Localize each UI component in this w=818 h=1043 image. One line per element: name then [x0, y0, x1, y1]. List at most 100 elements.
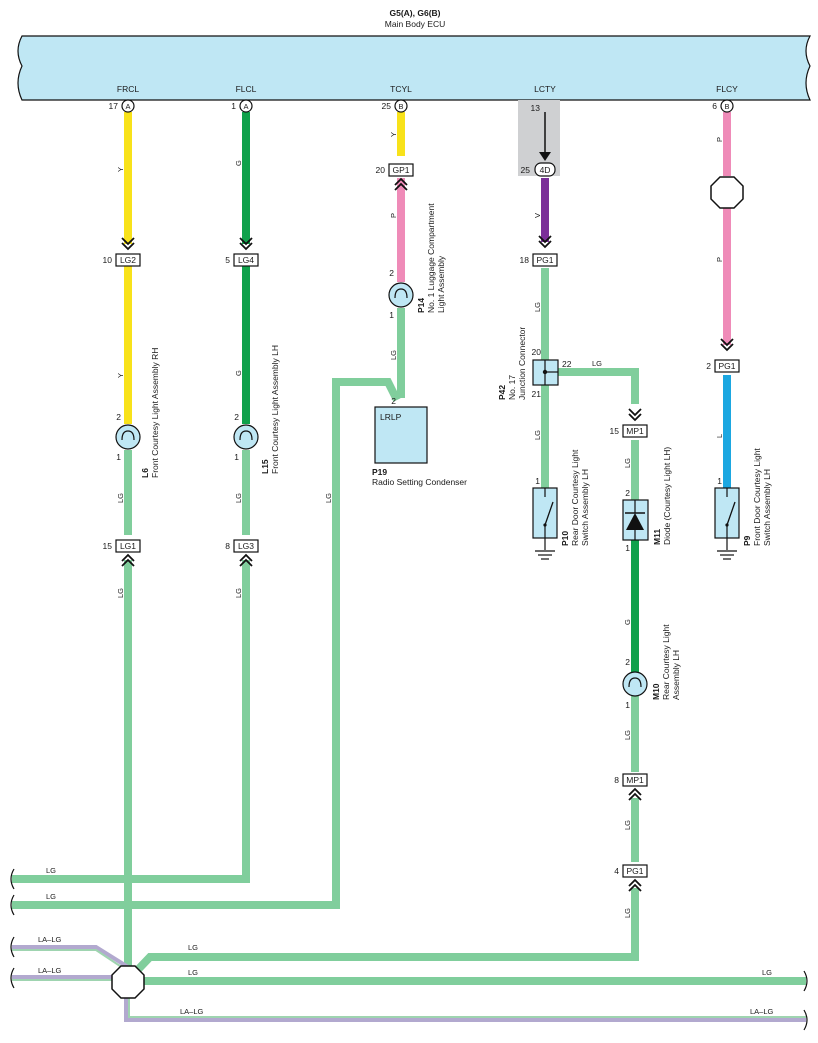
p19-inner-label: LRLP — [380, 412, 402, 422]
wire-label-p: P — [715, 257, 724, 262]
pin-tcyl-num: 25 — [382, 101, 392, 111]
component-p10: 1 P10 Rear Door Courtesy Light Switch As… — [532, 449, 590, 560]
wire-lg-junction-22 — [558, 368, 639, 404]
connector-lg2-pin: 10 — [103, 255, 113, 265]
m10-pin-1: 1 — [625, 700, 630, 710]
wire-break-left — [10, 868, 15, 989]
wire-label-lg: LG — [623, 458, 632, 468]
component-p42: 20 21 22 P42 No. 17 Junction Connector — [497, 327, 572, 400]
connector-lg4-pin: 5 — [225, 255, 230, 265]
m11-code: M11 — [652, 529, 662, 545]
p10-name-1: Rear Door Courtesy Light — [570, 449, 580, 546]
ecu-name: Main Body ECU — [385, 19, 445, 29]
pin-flcy-conn: B — [724, 102, 729, 111]
connector-pg1-4: PG1 4 — [614, 864, 648, 892]
l15-name: Front Courtesy Light Assembly LH — [270, 345, 280, 474]
connector-mp1-15: MP1 15 — [610, 408, 648, 438]
connector-gp1-id: GP1 — [392, 165, 409, 175]
wire-label-lg: LG — [188, 968, 198, 977]
pin-label-tcyl: TCYL — [390, 84, 412, 94]
wire-label-la-lg: LA–LG — [180, 1007, 204, 1016]
wire-label-lg: LG — [592, 359, 602, 368]
wire-lg-radio-ground — [12, 378, 401, 909]
connector-lg1-id: LG1 — [120, 541, 136, 551]
connector-mp1-8-id: MP1 — [626, 775, 644, 785]
p9-name-2: Switch Assembly LH — [762, 469, 772, 546]
pin-flcl-conn: A — [243, 102, 248, 111]
m10-code: M10 — [651, 683, 661, 700]
bulb-icon — [388, 282, 414, 308]
connector-lg3: LG3 8 — [225, 539, 259, 567]
pin-lcty-num: 13 — [531, 103, 541, 113]
bulb-icon — [115, 424, 141, 450]
ecu-code: G5(A), G6(B) — [390, 8, 441, 18]
connector-pg1-2-id: PG1 — [718, 361, 735, 371]
p10-name-2: Switch Assembly LH — [580, 469, 590, 546]
wire-label-la-lg: LA–LG — [750, 1007, 774, 1016]
wire-label-g: G — [234, 370, 243, 376]
l15-code: L15 — [260, 459, 270, 474]
connector-pg1-4-id: PG1 — [626, 866, 643, 876]
wire-label-y: Y — [389, 132, 398, 137]
m10-pin-2: 2 — [625, 657, 630, 667]
connector-lg3-id: LG3 — [238, 541, 254, 551]
p9-code: P9 — [742, 535, 752, 546]
connector-lg2: LG2 10 — [103, 237, 141, 267]
p9-name-1: Front Door Courtesy Light — [752, 448, 762, 546]
wire-lg-pg1-ground — [125, 888, 639, 983]
component-l15: 2 1 L15 Front Courtesy Light Assembly LH — [233, 345, 280, 474]
wire-label-v: V — [533, 213, 542, 218]
l15-pin-2: 2 — [234, 412, 239, 422]
connector-mp1-15-pin: 15 — [610, 426, 620, 436]
pin-flcy: B 6 — [712, 99, 734, 113]
pin-label-lcty: LCTY — [534, 84, 556, 94]
wire-labels: Y Y LG LG G G LG LG Y P LG LG V LG LG LG… — [38, 132, 774, 1016]
ground-icon — [717, 538, 737, 560]
connector-lg3-pin: 8 — [225, 541, 230, 551]
pin-frcl-conn: A — [125, 102, 130, 111]
p42-name-2: Junction Connector — [517, 327, 527, 400]
wire-label-y: Y — [116, 373, 125, 378]
p19-name: Radio Setting Condenser — [372, 477, 467, 487]
p42-name-1: No. 17 — [507, 375, 517, 400]
bulb-icon — [622, 671, 648, 697]
wire-label-lg: LG — [533, 302, 542, 312]
component-m10: 2 1 M10 Rear Courtesy Light Assembly LH — [622, 624, 681, 710]
wire-label-lg: LG — [188, 943, 198, 952]
diode-icon — [626, 513, 644, 530]
p42-pin-21: 21 — [532, 389, 542, 399]
connector-pg1-18: PG1 18 — [520, 235, 558, 267]
splice-octagon-flcy — [710, 176, 744, 209]
p10-code: P10 — [560, 531, 570, 546]
wire-label-lg: LG — [623, 730, 632, 740]
m11-name: Diode (Courtesy Light LH) — [662, 447, 672, 545]
connector-pg1-4-pin: 4 — [614, 866, 619, 876]
connector-4d: 4D 25 — [521, 162, 556, 177]
wire-label-p: P — [389, 213, 398, 218]
wire-label-la-lg: LA–LG — [38, 935, 62, 944]
component-p19: LRLP 2 P19 Radio Setting Condenser — [372, 396, 467, 487]
l6-pin-1: 1 — [116, 452, 121, 462]
ground-splice-octagon — [111, 965, 145, 999]
connector-mp1-15-id: MP1 — [626, 426, 644, 436]
connector-mp1-8-pin: 8 — [614, 775, 619, 785]
wire-label-g: G — [623, 619, 632, 625]
ecu-block: G5(A), G6(B) Main Body ECU — [17, 8, 811, 101]
wire-label-lg: LG — [234, 588, 243, 598]
l6-name: Front Courtesy Light Assembly RH — [150, 348, 160, 478]
pin-label-flcy: FLCY — [716, 84, 738, 94]
connector-gp1-pin: 20 — [376, 165, 386, 175]
wire-label-lg: LG — [762, 968, 772, 977]
p14-pin-2: 2 — [389, 268, 394, 278]
component-p9: 1 P9 Front Door Courtesy Light Switch As… — [714, 448, 772, 560]
pin-tcyl: B 25 — [382, 99, 408, 113]
pin-tcyl-conn: B — [398, 102, 403, 111]
l6-code: L6 — [140, 468, 150, 478]
m10-name-2: Assembly LH — [671, 650, 681, 700]
component-m11: 2 1 M11 Diode (Courtesy Light LH) — [622, 447, 672, 553]
pin-label-flcl: FLCL — [236, 84, 257, 94]
connector-lg4: LG4 5 — [225, 237, 259, 267]
bulb-icon — [233, 424, 259, 450]
